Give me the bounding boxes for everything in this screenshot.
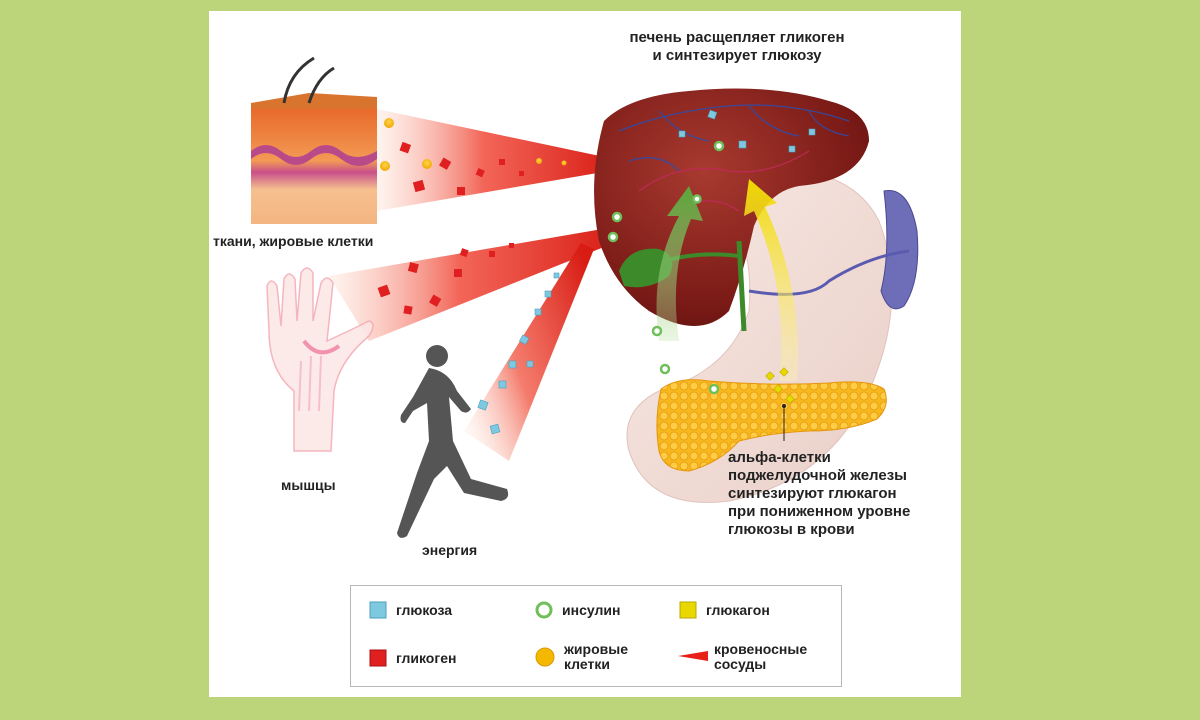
blood-vessel-icon: [678, 647, 708, 667]
legend-vessels-line-2: сосуды: [714, 657, 807, 672]
tissues-label: ткани, жировые клетки: [213, 232, 373, 250]
insulin-ring-icon: [534, 600, 554, 620]
alpha-caption-line-3: синтезируют глюкагон: [728, 485, 961, 503]
glycogen-cube-icon: [368, 648, 388, 668]
legend-insulin-label: инсулин: [562, 603, 620, 618]
liver-caption-line-2: и синтезирует глюкозу: [587, 47, 887, 65]
legend-glucagon-label: глюкагон: [706, 603, 770, 618]
liver-caption-line-1: печень расщепляет гликоген: [587, 29, 887, 47]
vessel-beam-tissue: [377, 109, 614, 211]
legend-glucose-label: глюкоза: [396, 603, 452, 618]
legend-vessels-label: кровеносные сосуды: [714, 642, 807, 672]
legend-item-fat-cells: жировые клетки: [534, 642, 628, 672]
fat-cell-icon: [534, 646, 556, 668]
alpha-caption-line-4: при пониженном уровне: [728, 503, 961, 521]
legend-vessels-line-1: кровеносные: [714, 642, 807, 657]
legend-fat-cells-line-2: клетки: [564, 657, 628, 672]
alpha-cells-caption: альфа-клетки поджелудочной железы синтез…: [728, 449, 961, 539]
diagram-panel: печень расщепляет гликоген и синтезирует…: [209, 11, 961, 697]
legend-glycogen-label: гликоген: [396, 651, 456, 666]
alpha-caption-line-2: поджелудочной железы: [728, 467, 961, 485]
legend-item-glycogen: гликоген: [368, 648, 456, 668]
liver-caption: печень расщепляет гликоген и синтезирует…: [587, 29, 887, 65]
legend-fat-cells-line-1: жировые: [564, 642, 628, 657]
energy-label: энергия: [422, 541, 477, 559]
glucagon-cube-icon: [678, 600, 698, 620]
skin-tissue-image: [251, 58, 377, 224]
alpha-caption-line-1: альфа-клетки: [728, 449, 961, 467]
legend-item-insulin: инсулин: [534, 600, 620, 620]
spleen: [881, 191, 918, 309]
legend-item-glucose: глюкоза: [368, 600, 452, 620]
glucose-cube-icon: [368, 600, 388, 620]
legend-item-vessels: кровеносные сосуды: [678, 642, 807, 672]
alpha-caption-line-5: глюкозы в крови: [728, 521, 961, 539]
muscles-label: мышцы: [281, 476, 336, 494]
legend-fat-cells-label: жировые клетки: [564, 642, 628, 672]
legend: глюкоза инсулин глюкагон гликоген жировы…: [350, 585, 842, 687]
legend-item-glucagon: глюкагон: [678, 600, 770, 620]
